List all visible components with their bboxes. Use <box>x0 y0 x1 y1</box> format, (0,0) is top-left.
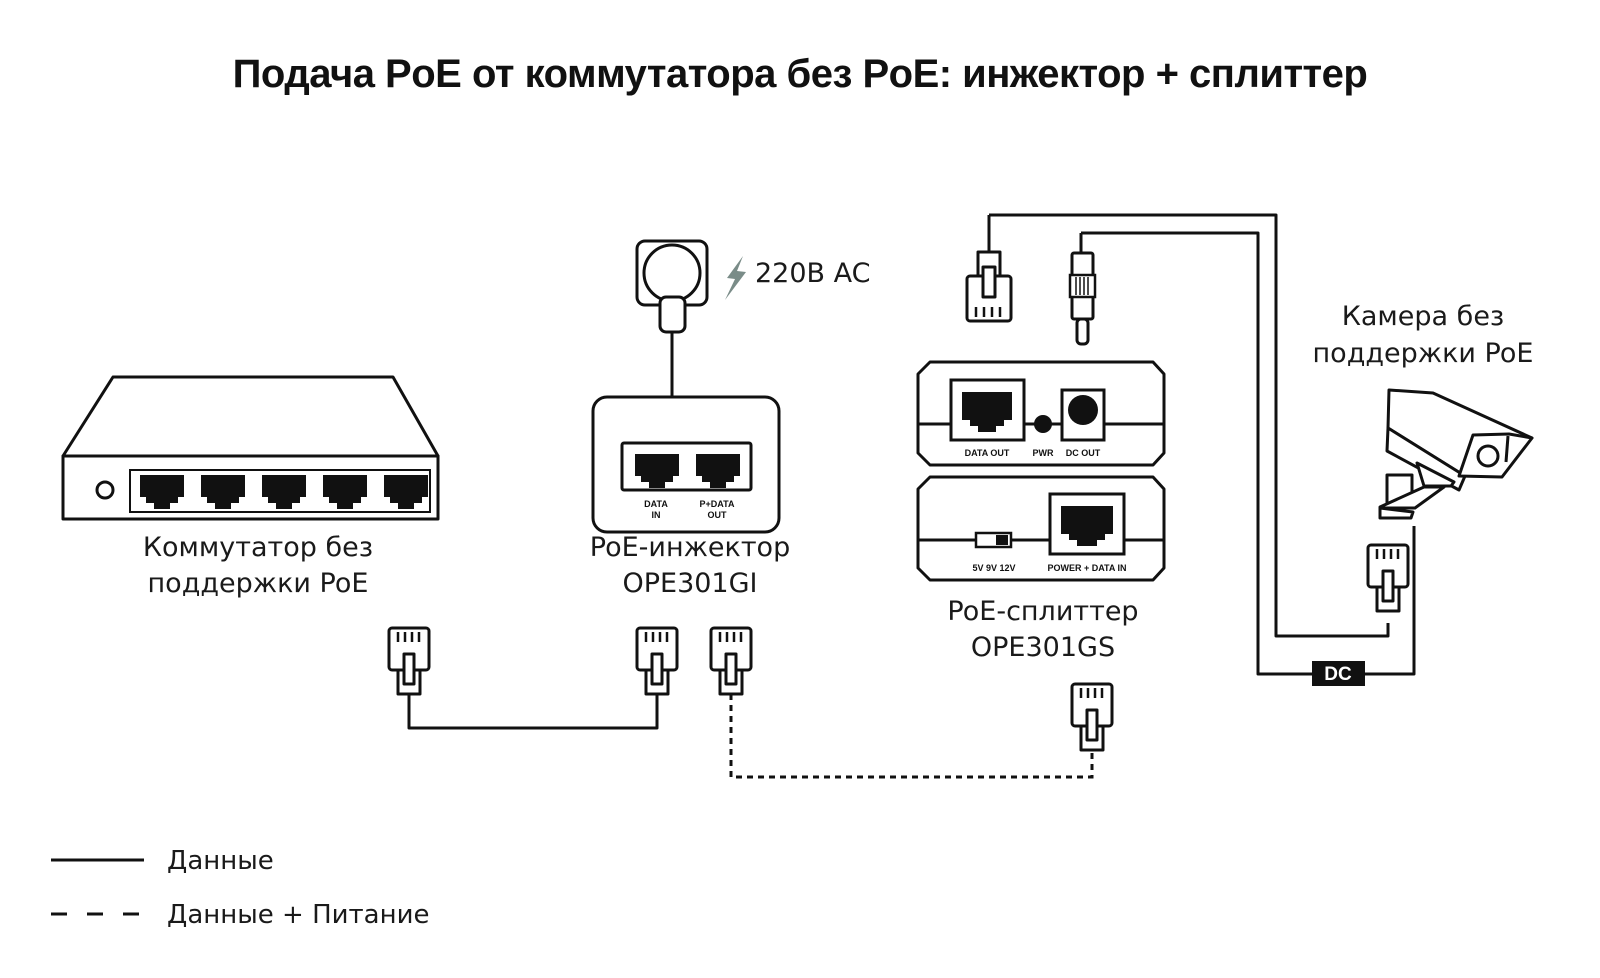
splitter-bottom-panel <box>916 475 1166 582</box>
data-cable-switch-to-injector <box>407 694 659 730</box>
power-label: 220В AC <box>755 258 871 289</box>
dc-badge-text: DC <box>1324 664 1352 685</box>
data-out-port <box>962 392 1012 432</box>
injector-device <box>591 395 781 534</box>
voltage-label: 5V 9V 12V <box>972 563 1015 573</box>
pwr-label: PWR <box>1033 448 1054 458</box>
dc-cable-to-camera <box>1081 231 1416 676</box>
power-data-in-port <box>1061 506 1113 546</box>
legend: Данные Данные + Питание <box>51 846 430 930</box>
splitter-label-line1: PoE-сплиттер <box>947 596 1138 627</box>
camera-label-line2: поддержки PoE <box>1313 338 1534 369</box>
dc-badge <box>1312 661 1365 686</box>
power-outlet-icon <box>635 239 709 397</box>
injector-data-in-plug <box>635 626 679 696</box>
dc-out-label: DC OUT <box>1066 448 1101 458</box>
data-out-label: DATA OUT <box>965 448 1010 458</box>
splitter-data-out-plug <box>965 215 1013 323</box>
injector-pdata-out-plug <box>709 626 753 696</box>
switch-device <box>61 375 440 521</box>
switch-rj45-plug <box>387 626 431 696</box>
splitter-top-panel <box>916 360 1166 467</box>
data-in-label-line1: DATA <box>644 499 668 509</box>
pdata-out-label-line2: OUT <box>708 510 728 520</box>
power-led-icon <box>95 480 115 500</box>
poe-cable-injector-to-splitter <box>729 694 1094 779</box>
legend-label-data-power: Данные + Питание <box>167 900 430 930</box>
injector-label-line1: PoE-инжектор <box>590 532 790 563</box>
diagram-title: Подача PoE от коммутатора без PoE: инжек… <box>232 52 1368 96</box>
switch-label-line1: Коммутатор без <box>143 532 373 563</box>
splitter-dc-plug <box>1068 233 1097 346</box>
lightning-bolt-icon <box>725 256 746 300</box>
injector-label-line2: OPE301GI <box>622 568 757 599</box>
data-in-label-line2: IN <box>652 510 661 520</box>
pwr-led-icon <box>1034 415 1052 433</box>
splitter-label-line2: OPE301GS <box>971 632 1115 663</box>
camera-label-line1: Камера без <box>1342 301 1505 332</box>
splitter-power-data-in-plug <box>1070 682 1114 752</box>
camera-rj45-plug <box>1366 543 1410 613</box>
power-data-in-label: POWER + DATA IN <box>1047 563 1126 573</box>
pdata-out-label-line1: P+DATA <box>700 499 735 509</box>
data-cable-to-camera <box>989 213 1390 638</box>
legend-label-data: Данные <box>167 846 274 876</box>
switch-label-line2: поддержки PoE <box>148 568 369 599</box>
camera-icon <box>1378 388 1534 520</box>
